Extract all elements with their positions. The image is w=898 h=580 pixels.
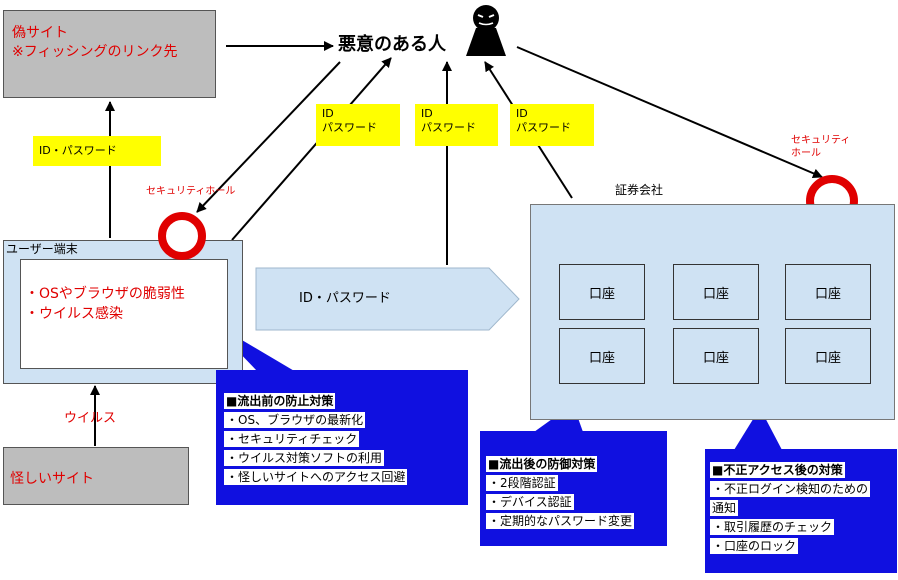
label-id-b: ID <box>421 107 433 120</box>
account-box: 口座 <box>785 328 871 384</box>
panel-unauth-title: ■不正アクセス後の対策 <box>710 462 845 478</box>
label-pw-b: パスワード <box>421 121 476 134</box>
account-box: 口座 <box>559 264 645 320</box>
label-id-password-left: ID・パスワード <box>33 136 161 166</box>
panel-unauth-item: ・取引履歴のチェック <box>710 519 835 535</box>
panel-before-item: ・ウイルス対策ソフトの利用 <box>224 450 385 466</box>
account-box: 口座 <box>673 328 759 384</box>
user-terminal-screen: ・OSやブラウザの脆弱性 ・ウイルス感染 <box>20 259 228 369</box>
issue-vulnerability: ・OSやブラウザの脆弱性 <box>25 286 185 302</box>
panel-after-title: ■流出後の防御対策 <box>486 456 598 472</box>
fake-site-title: 偽サイト <box>12 25 68 41</box>
fake-site-note: ※フィッシングのリンク先 <box>12 44 178 60</box>
panel-before-title: ■流出前の防止対策 <box>224 393 336 409</box>
callout-tail-unauth <box>734 408 782 450</box>
security-hole-label-right: セキュリティ ホール <box>791 134 850 160</box>
label-id-password-c: ID パスワード <box>510 104 594 146</box>
virus-label: ウイルス <box>64 411 117 426</box>
arrow-attacker-to-company-hole <box>516 46 823 179</box>
flow-arrow-label: ID・パスワード <box>299 291 391 306</box>
attacker-icon <box>466 5 506 56</box>
panel-before-item: ・OS、ブラウザの最新化 <box>224 412 366 428</box>
security-hole-right-line1: セキュリティ <box>791 135 851 146</box>
user-terminal-title: ユーザー端末 <box>6 242 78 256</box>
securities-company-title: 証券会社 <box>615 183 664 197</box>
label-pw-c: パスワード <box>516 121 571 134</box>
suspicious-site-label: 怪しいサイト <box>10 471 94 487</box>
panel-unauthorized-access: ■不正アクセス後の対策 ・不正ログイン検知のための 通知 ・取引履歴のチェック … <box>705 449 897 573</box>
panel-unauth-item: ・口座のロック <box>710 538 799 554</box>
panel-before-item: ・セキュリティチェック <box>224 431 360 447</box>
panel-after-item: ・デバイス認証 <box>486 494 574 510</box>
label-id-c: ID <box>516 107 528 120</box>
panel-unauth-item: 通知 <box>710 500 739 516</box>
panel-after-leak: ■流出後の防御対策 ・2段階認証 ・デバイス認証 ・定期的なパスワード変更 <box>480 431 667 546</box>
account-box: 口座 <box>559 328 645 384</box>
security-hole-label-left: セキュリティホール <box>146 186 236 197</box>
account-box: 口座 <box>673 264 759 320</box>
issue-virus: ・ウイルス感染 <box>25 306 123 322</box>
flow-arrow-shape <box>255 267 520 331</box>
security-hole-icon-left <box>158 212 206 260</box>
label-id-password-a: ID パスワード <box>316 104 400 146</box>
panel-after-item: ・定期的なパスワード変更 <box>486 513 635 529</box>
panel-before-item: ・怪しいサイトへのアクセス回避 <box>224 469 408 485</box>
label-id-password-left-text: ID・パスワード <box>39 144 117 157</box>
panel-unauth-item: ・不正ログイン検知のための <box>710 481 871 497</box>
label-id-password-b: ID パスワード <box>415 104 498 146</box>
fake-site-box: 偽サイト ※フィッシングのリンク先 <box>3 10 216 98</box>
suspicious-site-box: 怪しいサイト <box>3 447 189 505</box>
label-pw-a: パスワード <box>322 121 377 134</box>
panel-after-item: ・2段階認証 <box>486 475 558 491</box>
panel-before-leak: ■流出前の防止対策 ・OS、ブラウザの最新化 ・セキュリティチェック ・ウイルス… <box>216 370 468 505</box>
account-box: 口座 <box>785 264 871 320</box>
arrow-attacker-to-terminal-hole <box>196 61 341 213</box>
attacker-label: 悪意のある人 <box>338 34 446 55</box>
security-hole-right-line2: ホール <box>791 148 821 159</box>
label-id-a: ID <box>322 107 334 120</box>
user-terminal: ユーザー端末 ・OSやブラウザの脆弱性 ・ウイルス感染 <box>3 240 243 384</box>
arrow-terminal-to-attacker <box>231 57 392 241</box>
